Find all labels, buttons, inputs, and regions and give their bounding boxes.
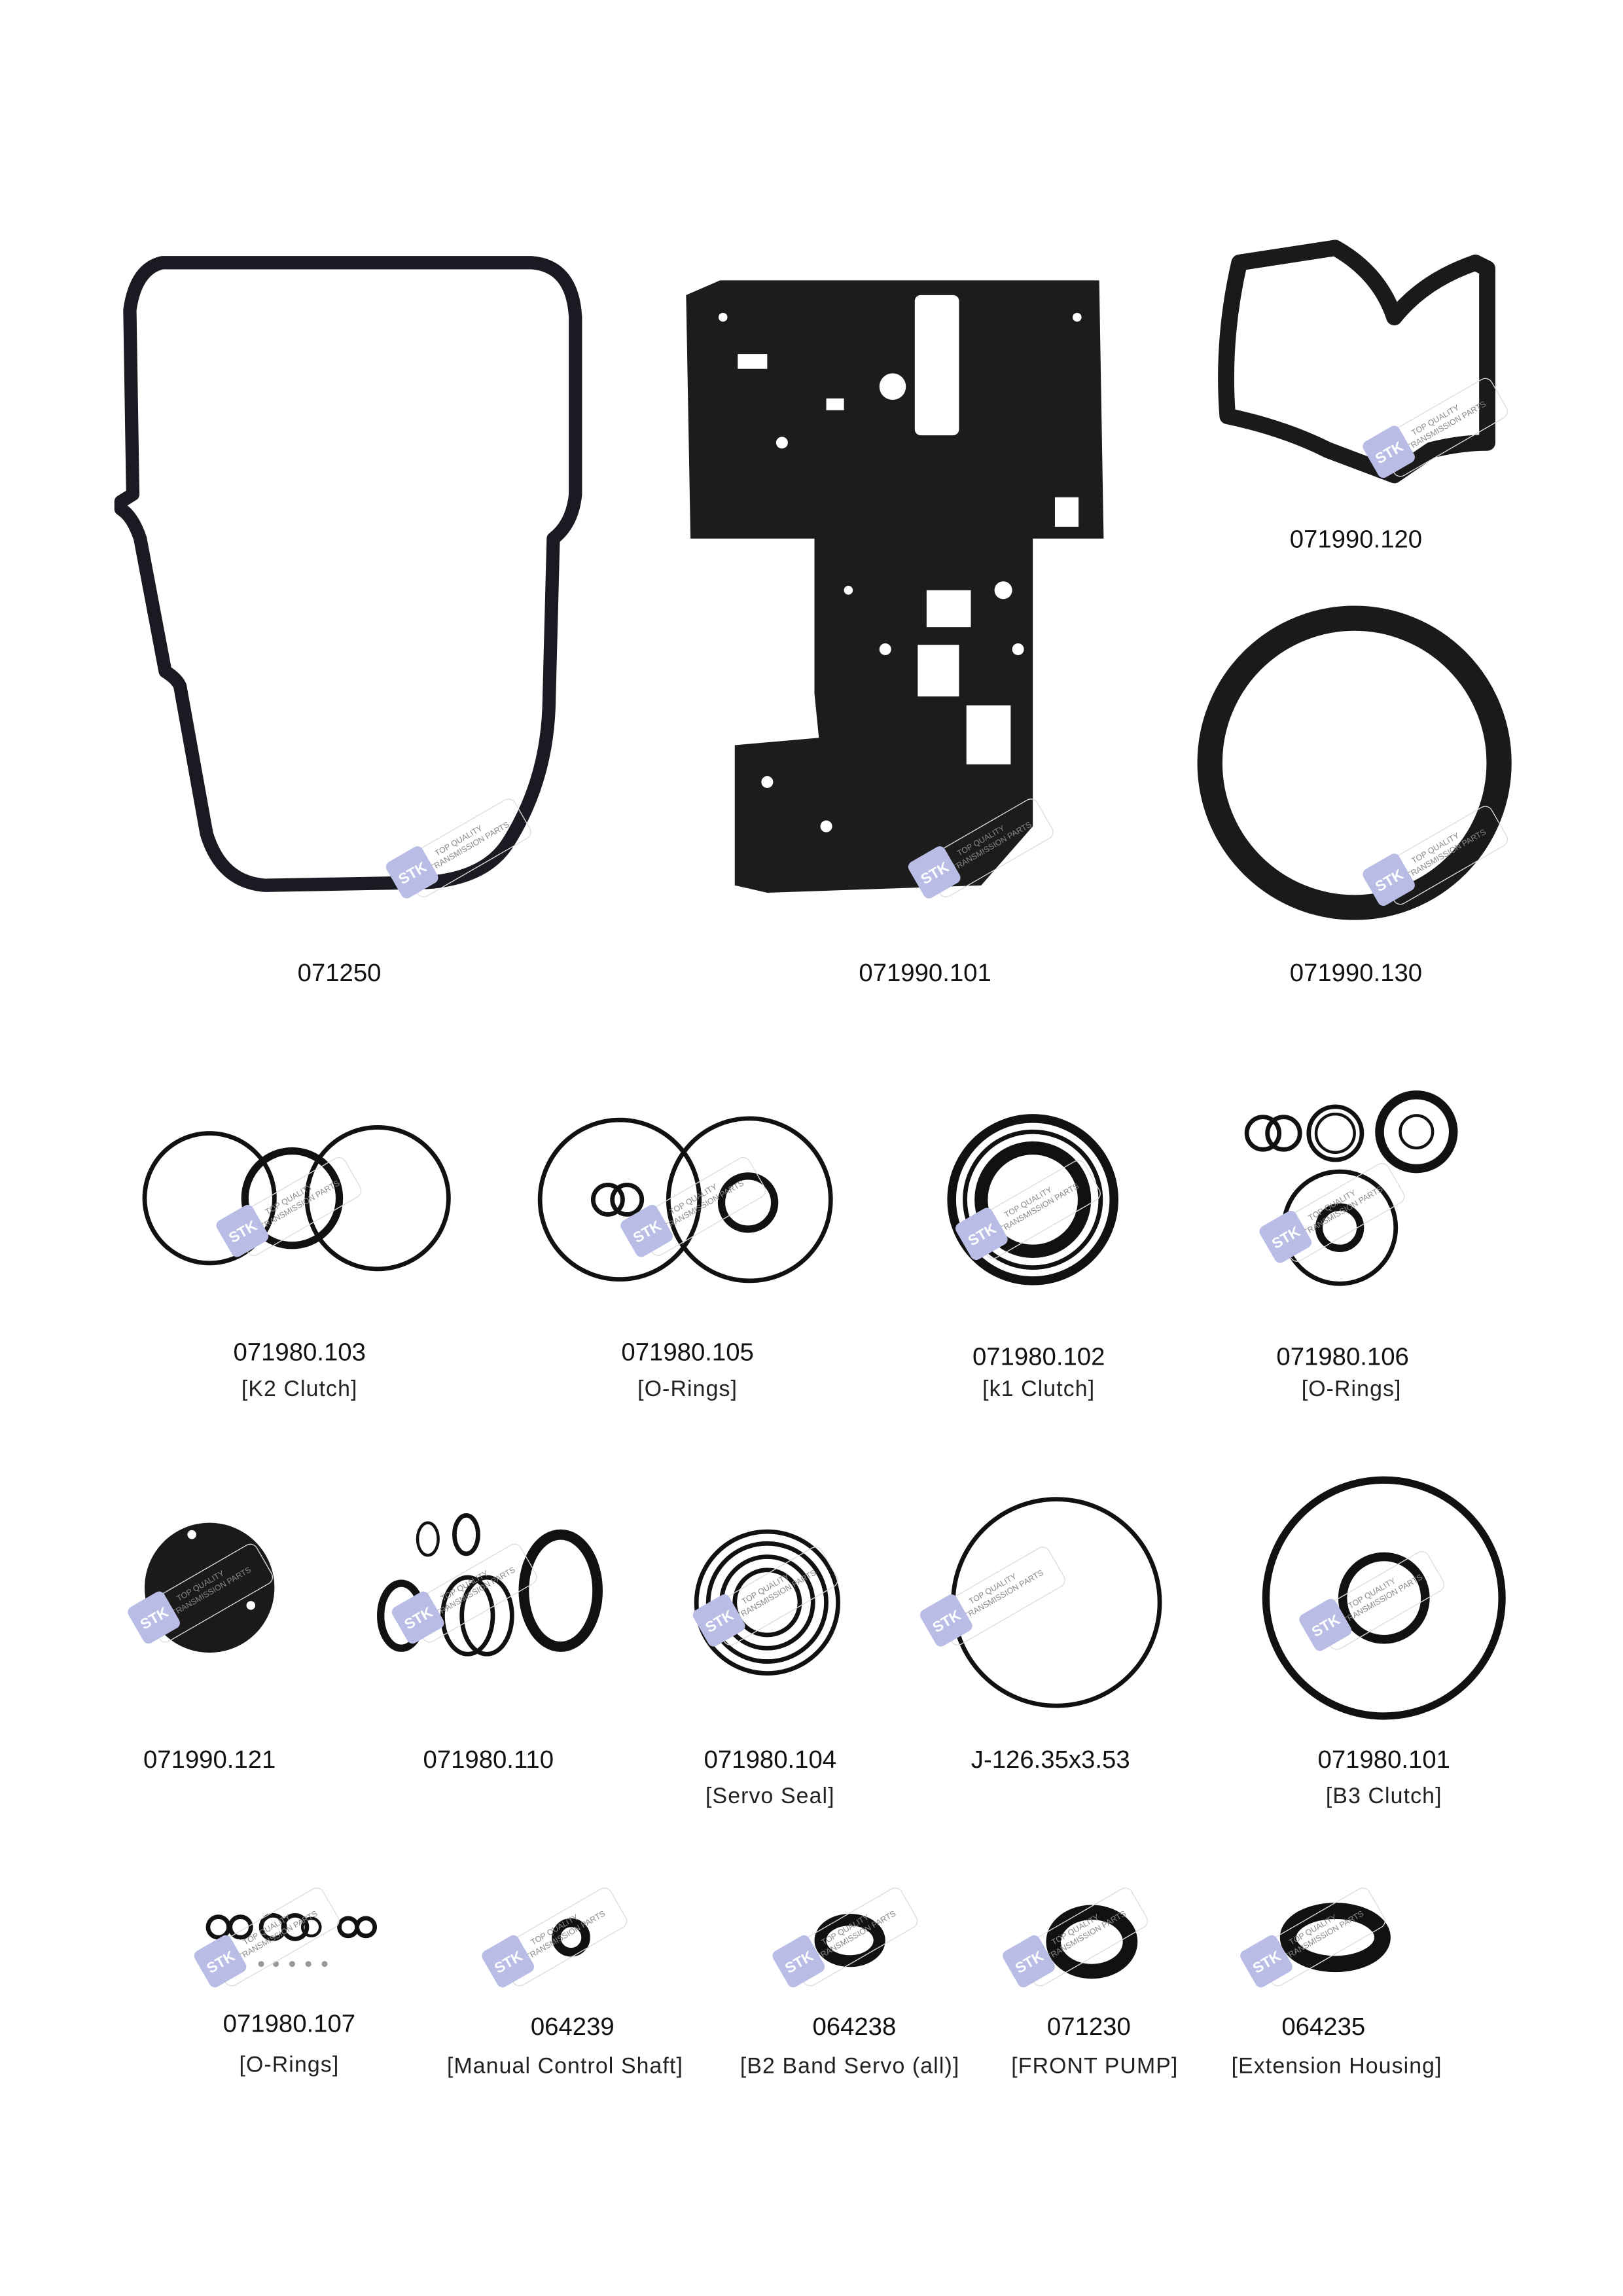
part-code: 071230 [1047, 2013, 1131, 2041]
part-071980.105-image [537, 1116, 833, 1283]
part-code: J-126.35x3.53 [971, 1746, 1130, 1774]
part-code: 064239 [531, 2013, 615, 2041]
part-desc: [O-Rings] [637, 1376, 738, 1401]
part-code: 071250 [298, 959, 382, 987]
part-071990.121-image [124, 1522, 276, 1653]
part-desc: [O-Rings] [1302, 1376, 1402, 1401]
part-desc: [Manual Control Shaft] [447, 2054, 683, 2079]
part-code: 071990.101 [859, 959, 991, 987]
part-code: 071980.101 [1318, 1746, 1450, 1774]
part-desc: [Extension Housing] [1232, 2054, 1442, 2079]
part-code: 071990.120 [1290, 525, 1422, 553]
part-desc: [O-Rings] [239, 2052, 339, 2077]
part-071980.101-image [1262, 1476, 1506, 1720]
part-071990.101-image [686, 280, 1104, 902]
part-code: 071980.107 [223, 2009, 355, 2037]
part-code: 071980.106 [1276, 1342, 1408, 1371]
part-code: 064235 [1281, 2013, 1365, 2041]
part-code: 071980.103 [233, 1338, 365, 1367]
part-desc: [B2 Band Servo (all)] [740, 2054, 960, 2079]
part-071980.104-image [690, 1529, 842, 1676]
part-j-126-image [917, 1497, 1162, 1708]
part-071980.102-image [947, 1114, 1118, 1285]
part-064235-image [1237, 1884, 1391, 1990]
part-code: 071990.130 [1290, 959, 1422, 987]
part-071980.103-image [142, 1125, 451, 1272]
part-desc: [Servo Seal] [705, 1784, 835, 1808]
part-071980.106-image [1244, 1090, 1458, 1286]
part-desc: [FRONT PUMP] [1011, 2054, 1178, 2079]
part-064238-image [770, 1884, 921, 1990]
part-code: 071980.105 [621, 1338, 753, 1367]
part-071250-image: TOP QUALITY TRANSMISSION PARTS STK [114, 256, 582, 899]
part-code: 071980.104 [704, 1746, 836, 1774]
part-code: 071990.121 [143, 1746, 276, 1774]
part-code: 071980.102 [972, 1342, 1105, 1371]
part-064239-image [478, 1884, 630, 1990]
part-code: 064238 [812, 2013, 896, 2041]
part-labels: 071250 071990.101 071990.120 071990.130 … [143, 525, 1450, 2078]
part-071980.110-image [377, 1513, 603, 1657]
part-desc: [k1 Clutch] [982, 1376, 1095, 1401]
stk-logo-icon [385, 846, 438, 899]
part-071990.120-image [1218, 240, 1511, 484]
part-071990.130-image [1197, 605, 1512, 920]
part-desc: [B3 Clutch] [1326, 1784, 1442, 1808]
part-desc: [K2 Clutch] [241, 1376, 358, 1401]
part-071980.107-image [191, 1884, 378, 1990]
part-code: 071980.110 [423, 1746, 554, 1774]
part-071230-image [999, 1884, 1151, 1990]
